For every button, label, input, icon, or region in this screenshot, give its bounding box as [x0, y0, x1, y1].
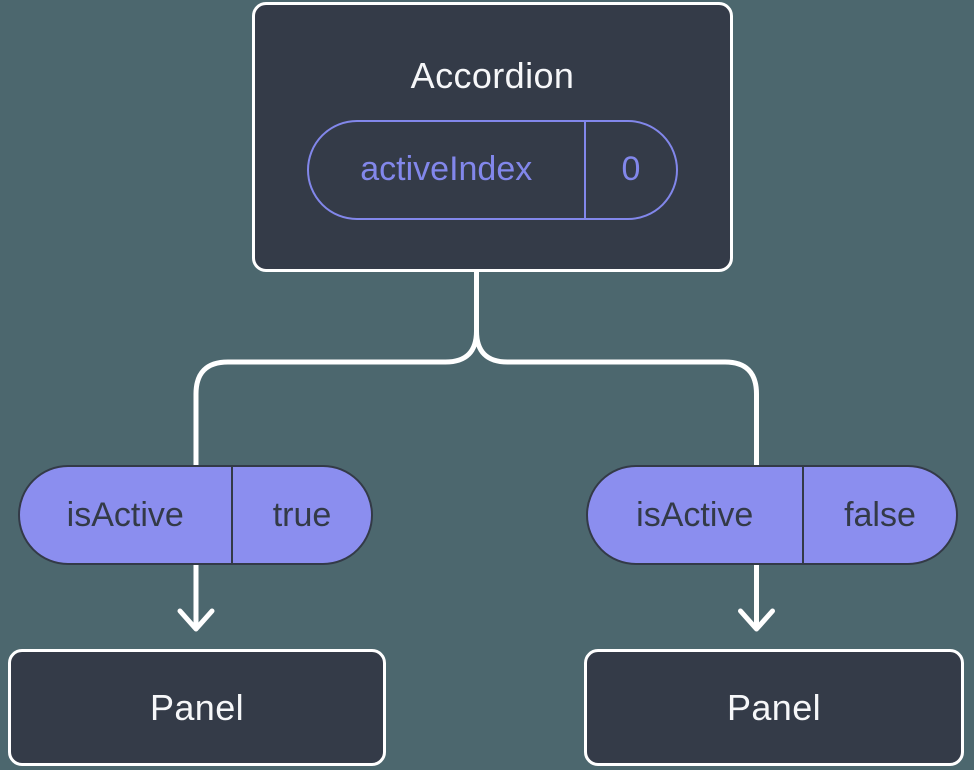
- arrow-down-right-icon: [738, 608, 775, 632]
- panel-node-right: Panel: [584, 649, 964, 766]
- state-value-label: true: [272, 495, 332, 534]
- pill-divider: [583, 121, 586, 218]
- panel-node-title: Panel: [149, 686, 245, 728]
- panel-node-left: Panel: [8, 649, 386, 766]
- is-active-pill-right: isActive false: [586, 465, 958, 565]
- prop-value-label: 0: [621, 150, 641, 189]
- pill-divider: [801, 467, 804, 563]
- is-active-pill-left: isActive true: [18, 465, 373, 565]
- arrow-down-left-icon: [177, 608, 215, 632]
- active-index-prop-pill: activeIndex 0: [307, 119, 678, 220]
- state-value-label: false: [844, 495, 916, 534]
- connector-root-to-left-child: [193, 266, 479, 630]
- panel-node-title: Panel: [726, 686, 822, 728]
- accordion-node-title: Accordion: [410, 55, 575, 97]
- state-name-label: isActive: [636, 495, 754, 534]
- connector-root-to-right-child: [474, 266, 759, 630]
- state-name-label: isActive: [66, 495, 184, 534]
- prop-name-label: activeIndex: [360, 150, 533, 189]
- accordion-node: Accordion activeIndex 0: [252, 2, 733, 272]
- pill-divider: [230, 467, 233, 563]
